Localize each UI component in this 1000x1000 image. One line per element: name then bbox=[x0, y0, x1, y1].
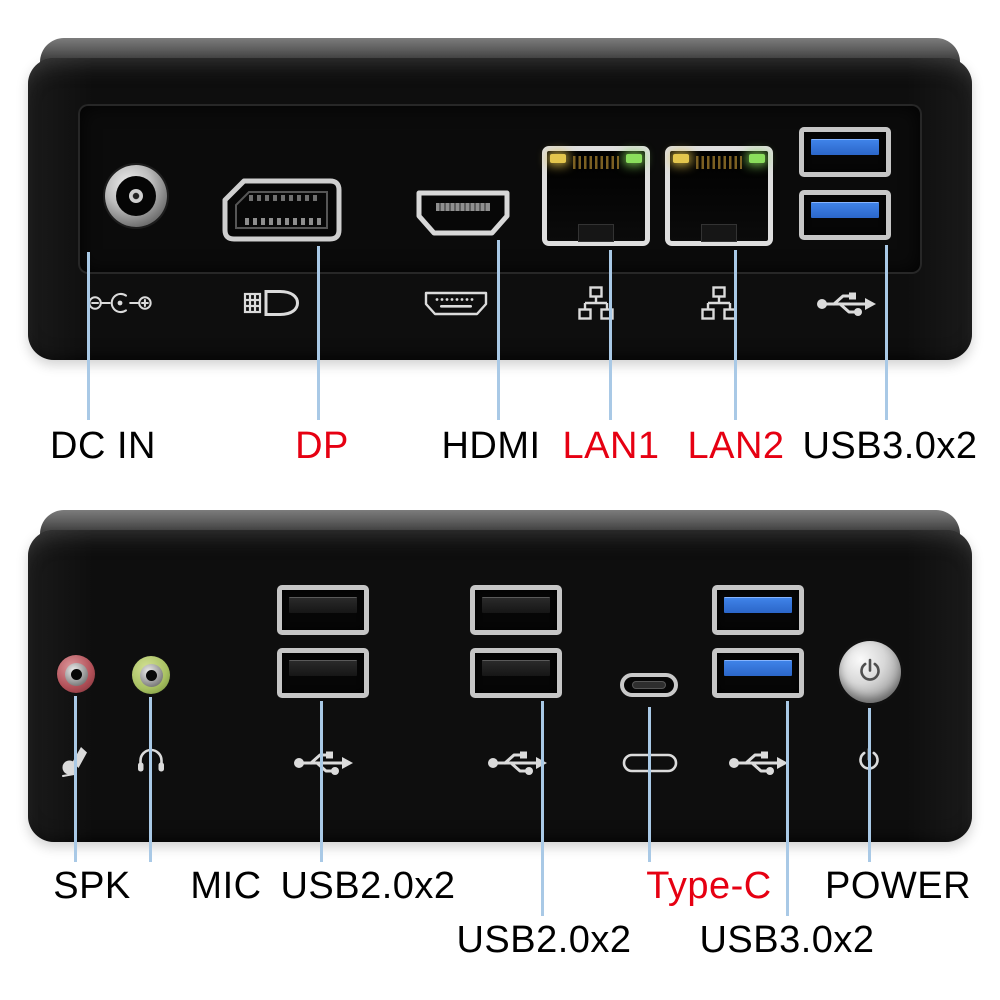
type-c-port bbox=[620, 673, 678, 697]
usb3-port-stack bbox=[799, 127, 891, 240]
callout-line-lan2 bbox=[734, 250, 737, 420]
lan1-pins bbox=[573, 156, 619, 169]
usb-icon bbox=[725, 746, 789, 780]
usb3-port-stack bbox=[712, 585, 804, 698]
hdmi-icon bbox=[424, 291, 488, 317]
callout-line-dp bbox=[317, 246, 320, 420]
callout-line-spk bbox=[74, 696, 77, 862]
speaker-jack bbox=[57, 655, 95, 693]
label-type-c: Type-C bbox=[646, 865, 772, 907]
lan2-activity-led bbox=[673, 154, 689, 163]
usb3-tongue bbox=[724, 660, 792, 676]
callout-line-dc-in bbox=[87, 252, 90, 420]
mic-jack-hole bbox=[145, 669, 157, 681]
rear-port-panel bbox=[78, 104, 922, 274]
dc-in-pin bbox=[129, 189, 143, 203]
label-power: POWER bbox=[824, 865, 972, 907]
label-spk: SPK bbox=[53, 865, 131, 907]
usb3-port bbox=[799, 127, 891, 177]
lan1-link-led bbox=[626, 154, 642, 163]
callout-line-usb3 bbox=[786, 701, 789, 916]
usb3-port bbox=[799, 190, 891, 240]
label-usb3: USB3.0x2 bbox=[699, 919, 875, 961]
mic-jack bbox=[132, 656, 170, 694]
usb3-port bbox=[712, 585, 804, 635]
power-button-glyph bbox=[856, 658, 884, 686]
label-lan2: LAN2 bbox=[687, 425, 785, 467]
displayport-logo-icon bbox=[243, 287, 301, 319]
usb2-tongue bbox=[289, 660, 357, 676]
callout-line-usb2-b bbox=[541, 701, 544, 916]
usb2-tongue bbox=[482, 597, 550, 613]
usb2-tongue bbox=[289, 597, 357, 613]
label-usb2-b: USB2.0x2 bbox=[456, 919, 632, 961]
dc-polarity-icon bbox=[86, 291, 154, 315]
lan1-notch bbox=[579, 225, 613, 241]
usb-icon bbox=[813, 287, 877, 321]
label-mic: MIC bbox=[190, 865, 262, 907]
usb2-tongue bbox=[482, 660, 550, 676]
usb3-tongue bbox=[724, 597, 792, 613]
lan2-port bbox=[665, 146, 773, 246]
usb2-port bbox=[277, 648, 369, 698]
callout-line-type-c bbox=[648, 707, 651, 862]
mic-jack-ring bbox=[139, 663, 163, 687]
usb2-port bbox=[470, 648, 562, 698]
label-lan1: LAN1 bbox=[562, 425, 660, 467]
callout-line-lan1 bbox=[609, 250, 612, 420]
lan2-notch bbox=[702, 225, 736, 241]
lan1-activity-led bbox=[550, 154, 566, 163]
label-usb2-a: USB2.0x2 bbox=[280, 865, 456, 907]
label-dp: DP bbox=[295, 425, 349, 467]
usb3-port bbox=[712, 648, 804, 698]
label-usb3: USB3.0x2 bbox=[802, 425, 978, 467]
speaker-jack-ring bbox=[64, 662, 88, 686]
speaker-jack-hole bbox=[70, 668, 82, 680]
usb2-port-stack bbox=[470, 585, 562, 698]
dc-in-jack bbox=[105, 165, 167, 227]
usb2-port bbox=[277, 585, 369, 635]
callout-line-usb3 bbox=[885, 245, 888, 420]
dc-in-barrel bbox=[116, 176, 156, 216]
usb-icon bbox=[484, 746, 548, 780]
usb3-tongue bbox=[811, 202, 879, 218]
power-button bbox=[839, 641, 901, 703]
callout-line-hdmi bbox=[497, 240, 500, 420]
usb2-port bbox=[470, 585, 562, 635]
lan2-pins bbox=[696, 156, 742, 169]
lan2-link-led bbox=[749, 154, 765, 163]
displayport-port bbox=[222, 178, 342, 242]
front-chassis bbox=[28, 530, 972, 842]
usb2-port-stack bbox=[277, 585, 369, 698]
label-dc-in: DC IN bbox=[50, 425, 156, 467]
usb3-tongue bbox=[811, 139, 879, 155]
callout-line-usb2-a bbox=[320, 701, 323, 862]
lan1-port bbox=[542, 146, 650, 246]
label-hdmi: HDMI bbox=[441, 425, 541, 467]
callout-line-power bbox=[868, 708, 871, 862]
callout-line-mic bbox=[149, 697, 152, 862]
type-c-slot bbox=[633, 682, 665, 688]
ethernet-icon bbox=[701, 286, 737, 320]
hdmi-port bbox=[416, 190, 510, 236]
